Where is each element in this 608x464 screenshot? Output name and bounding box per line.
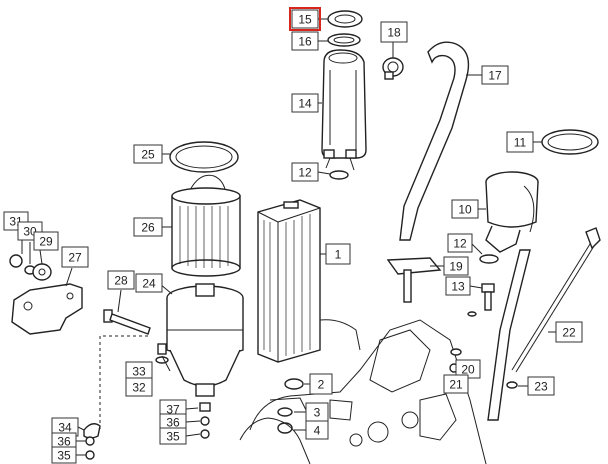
svg-text:25: 25	[141, 148, 155, 162]
part-23-seal	[506, 381, 518, 389]
part-15-seal-ring	[327, 10, 363, 28]
part-36-washer-b	[85, 436, 95, 446]
part-18-hose-clamp	[382, 57, 404, 80]
svg-text:35: 35	[57, 449, 71, 463]
part-33-plug	[157, 343, 167, 355]
svg-text:15: 15	[298, 13, 312, 27]
svg-text:14: 14	[298, 97, 312, 111]
svg-text:20: 20	[461, 363, 475, 377]
part-27-bracket-plate	[11, 283, 83, 335]
callout-4[interactable]: 4	[305, 420, 329, 440]
callout-12-lower[interactable]: 12	[447, 233, 473, 253]
svg-text:2: 2	[318, 378, 325, 392]
part-35-fitting-b	[85, 450, 95, 460]
part-34-banjo-fitting	[83, 423, 101, 439]
svg-text:12: 12	[453, 237, 467, 251]
callout-32[interactable]: 32	[125, 377, 153, 397]
callout-1[interactable]: 1	[325, 243, 351, 265]
svg-text:29: 29	[39, 235, 53, 249]
svg-text:16: 16	[298, 35, 312, 49]
callout-3[interactable]: 3	[305, 402, 329, 422]
callout-33[interactable]: 33	[125, 361, 153, 381]
callout-24[interactable]: 24	[135, 273, 163, 293]
part-1-oil-cooler	[257, 199, 321, 363]
svg-text:28: 28	[114, 274, 128, 288]
part-29-grommet	[32, 263, 52, 281]
svg-text:27: 27	[68, 251, 82, 265]
part-16-gasket	[327, 33, 361, 47]
callout-14[interactable]: 14	[291, 93, 319, 113]
callout-25[interactable]: 25	[133, 144, 163, 164]
part-13-bolt	[467, 283, 495, 317]
callout-17[interactable]: 17	[481, 65, 509, 85]
part-20-seal	[450, 348, 462, 356]
callout-27[interactable]: 27	[61, 246, 89, 268]
svg-text:26: 26	[141, 221, 155, 235]
callout-11[interactable]: 11	[506, 131, 534, 153]
callout-16[interactable]: 16	[291, 31, 319, 51]
part-22-dipstick	[511, 227, 601, 373]
part-14-reservoir	[321, 49, 367, 171]
part-24-filter-housing	[166, 283, 244, 397]
svg-text:11: 11	[514, 136, 527, 150]
part-19-bracket	[386, 257, 442, 303]
callout-22[interactable]: 22	[555, 321, 583, 343]
svg-text:1: 1	[335, 248, 342, 262]
callout-28[interactable]: 28	[107, 270, 135, 290]
part-3-seal	[277, 407, 293, 417]
svg-text:12: 12	[298, 166, 312, 180]
part-22-dipstick-tube	[487, 249, 531, 421]
svg-text:13: 13	[451, 280, 465, 294]
svg-text:24: 24	[142, 277, 156, 291]
part-32-seal	[155, 356, 169, 364]
part-2-seal	[284, 378, 304, 390]
svg-text:10: 10	[458, 203, 472, 217]
part-35-fitting-a	[200, 429, 210, 439]
svg-text:36: 36	[57, 435, 71, 449]
callout-15[interactable]: 15	[291, 9, 319, 29]
part-28-bolt	[103, 309, 151, 335]
highlight-box	[289, 7, 321, 31]
svg-text:32: 32	[132, 381, 146, 395]
svg-text:35: 35	[166, 430, 180, 444]
callout-21[interactable]: 21	[443, 374, 469, 394]
part-11-ring	[541, 129, 599, 155]
svg-text:23: 23	[534, 380, 548, 394]
svg-text:17: 17	[488, 69, 502, 83]
part-36-washer-a	[200, 416, 210, 426]
callout-18[interactable]: 18	[380, 21, 408, 43]
part-37-banjo-bolt	[199, 402, 211, 412]
callout-10[interactable]: 10	[451, 199, 479, 219]
callout-35-left[interactable]: 35	[51, 446, 77, 464]
svg-text:36: 36	[166, 416, 180, 430]
callout-19[interactable]: 19	[443, 256, 469, 276]
callout-2[interactable]: 2	[309, 373, 333, 395]
part-10-filler-neck	[485, 171, 539, 253]
callout-13[interactable]: 13	[445, 276, 471, 296]
svg-text:21: 21	[449, 378, 463, 392]
callout-23[interactable]: 23	[527, 376, 555, 396]
callout-36-left[interactable]: 36	[51, 432, 77, 450]
callout-26[interactable]: 26	[133, 217, 163, 237]
svg-text:37: 37	[166, 403, 180, 417]
part-12-o-ring-upper	[329, 170, 349, 180]
part-26-filter-element	[171, 174, 241, 277]
callout-35-right[interactable]: 35	[159, 427, 187, 445]
part-31-nut	[9, 254, 23, 268]
part-12-o-ring-lower	[479, 254, 499, 264]
svg-text:3: 3	[314, 406, 321, 420]
svg-text:4: 4	[314, 424, 321, 438]
part-17-hose	[399, 41, 470, 241]
part-4-nut	[277, 422, 293, 434]
svg-text:22: 22	[562, 326, 576, 340]
svg-text:33: 33	[132, 365, 146, 379]
callout-12-upper[interactable]: 12	[291, 162, 319, 182]
callout-29[interactable]: 29	[33, 231, 59, 251]
svg-text:19: 19	[449, 260, 463, 274]
part-25-filter-ring	[169, 141, 239, 173]
svg-text:18: 18	[387, 26, 401, 40]
svg-text:34: 34	[58, 421, 72, 435]
